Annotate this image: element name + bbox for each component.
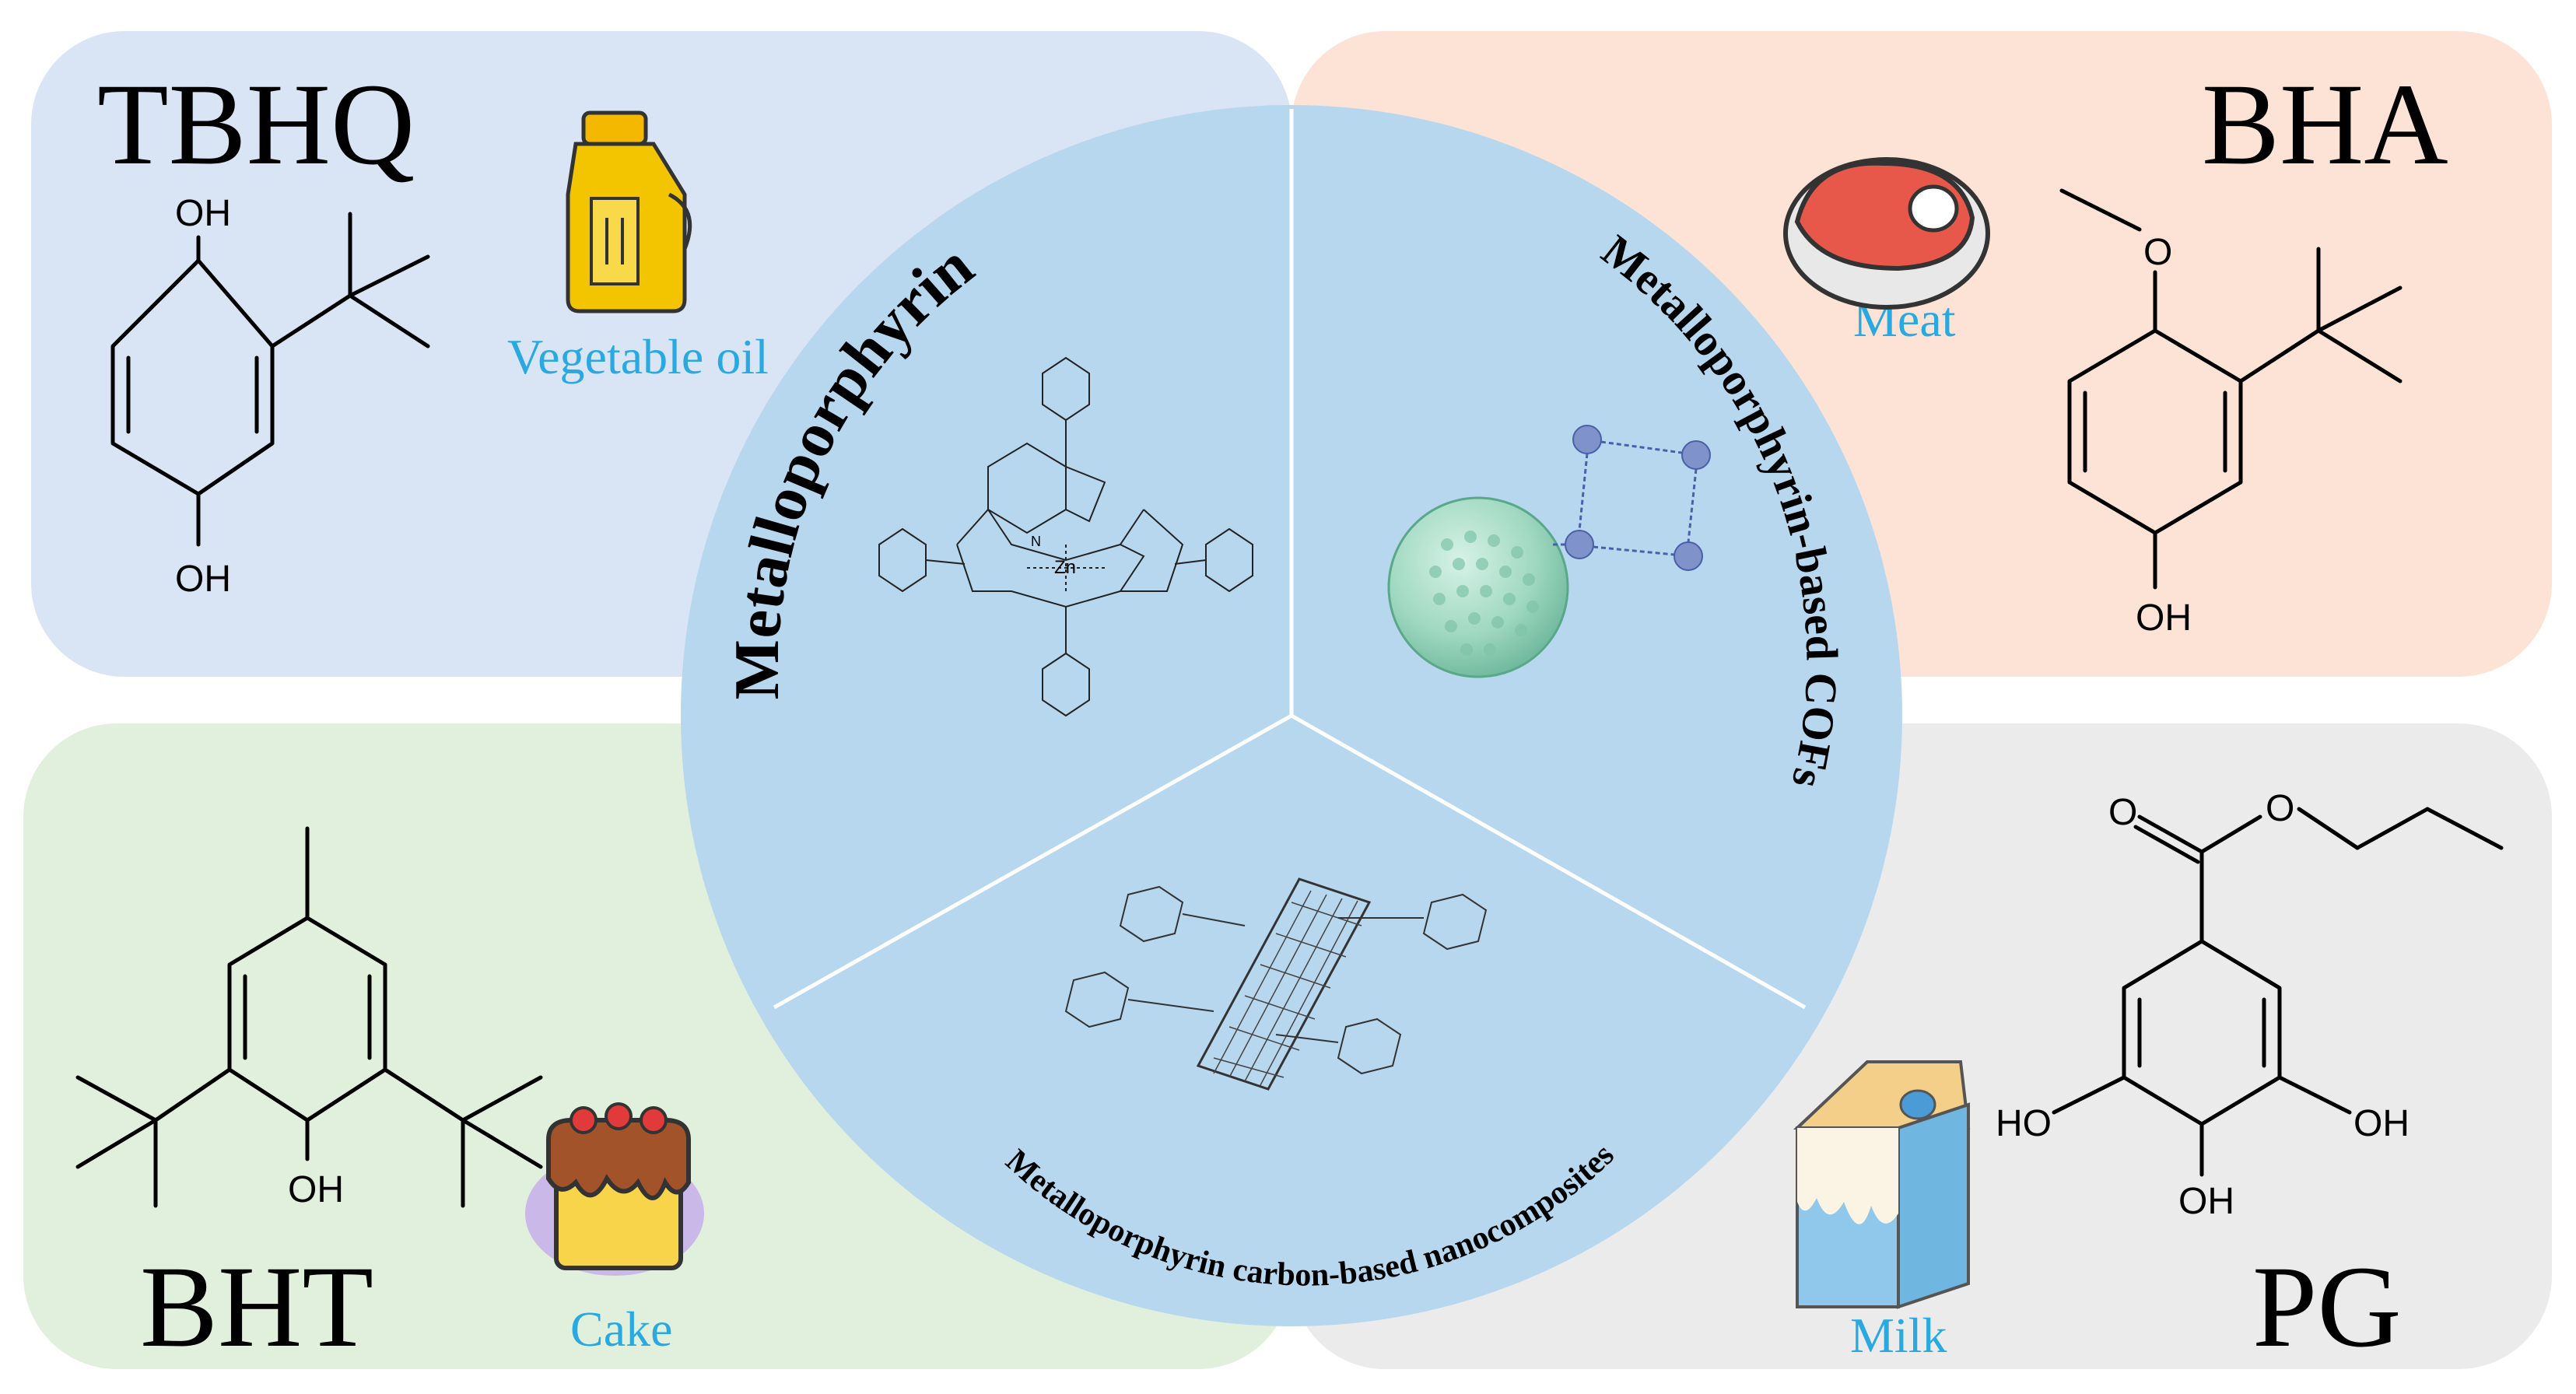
bha-structure: O OH bbox=[2059, 188, 2403, 639]
porphyrin-n-label: N bbox=[1031, 534, 1041, 549]
vegetable-oil-bottle-icon bbox=[566, 110, 692, 313]
cof-framework-structure bbox=[1387, 425, 1711, 678]
tbhq-oh-bottom: OH bbox=[175, 559, 231, 600]
food-cake-label: Cake bbox=[570, 1301, 673, 1357]
compound-tbhq-label: TBHQ bbox=[97, 60, 415, 189]
meat-icon bbox=[1783, 157, 1990, 310]
bha-oh-label: OH bbox=[2136, 597, 2192, 639]
food-milk-label: Milk bbox=[1850, 1308, 1947, 1363]
pg-o-carbonyl: O bbox=[2108, 792, 2137, 833]
milk-carton-icon bbox=[1793, 1060, 1971, 1309]
cnt-composite-structure bbox=[1064, 877, 1488, 1091]
compound-pg-label: PG bbox=[2252, 1242, 2402, 1371]
tbhq-oh-top: OH bbox=[175, 193, 231, 234]
sector-dividers bbox=[773, 109, 1807, 1010]
porphyrin-zn-label: Zn bbox=[1054, 557, 1076, 578]
zn-porphyrin-structure: Zn N bbox=[878, 356, 1253, 717]
pg-oh-right: OH bbox=[2353, 1103, 2410, 1144]
pg-o-ester: O bbox=[2266, 788, 2294, 829]
pg-structure: O O HO OH OH bbox=[1996, 788, 2504, 1222]
bht-structure: OH bbox=[75, 826, 543, 1210]
pg-ho-left: HO bbox=[1996, 1103, 2052, 1144]
bha-o-label: O bbox=[2143, 232, 2172, 273]
bht-oh-label: OH bbox=[288, 1169, 344, 1210]
compound-bha-label: BHA bbox=[2202, 60, 2448, 189]
food-vegetable-oil-label: Vegetable oil bbox=[507, 329, 769, 384]
compound-bht-label: BHT bbox=[140, 1242, 373, 1371]
cake-icon bbox=[525, 1102, 704, 1276]
pg-oh-bottom: OH bbox=[2178, 1181, 2234, 1222]
tbhq-structure: OH OH bbox=[110, 193, 430, 600]
